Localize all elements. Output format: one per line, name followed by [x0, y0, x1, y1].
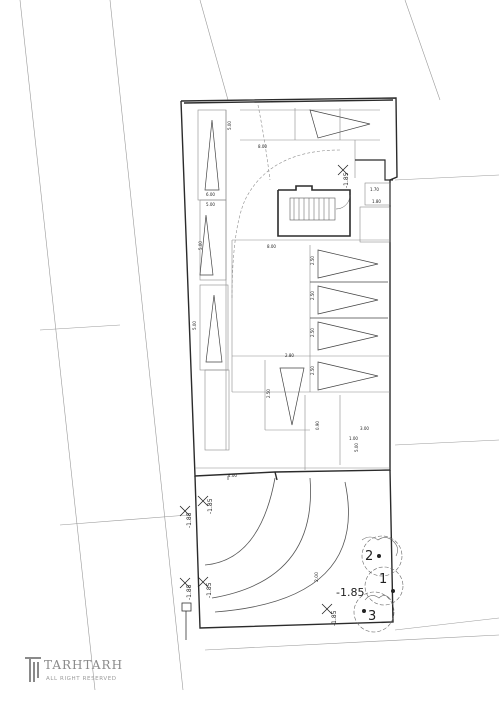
- level-symbol-icon: [179, 577, 191, 589]
- trees: [353, 535, 404, 633]
- level-label: -1.85: [207, 498, 214, 514]
- dim-label: 2.50: [310, 256, 315, 265]
- tree-icon: [364, 566, 404, 606]
- structure-lines: [195, 108, 390, 470]
- dim-label: 6.00: [206, 192, 215, 197]
- tree-number: 2: [365, 549, 373, 564]
- building-outline: [180, 97, 398, 477]
- yard-outline: [194, 469, 394, 629]
- level-label: -1.85: [343, 172, 350, 188]
- logo-brand: TARHTARH: [44, 658, 124, 672]
- tree-icon: [361, 535, 403, 577]
- upper-ramp-curves: [231, 104, 341, 301]
- level-symbol-icon: [337, 164, 349, 176]
- tree-number-labels: 1 2 3: [365, 549, 387, 624]
- level-label: -1.85: [186, 512, 193, 528]
- parking-triangle: [317, 321, 379, 351]
- dim-label: 5.00: [192, 321, 197, 330]
- dim-label: 1.00: [349, 436, 358, 441]
- gate-post: [181, 602, 192, 640]
- tree-number: 1: [379, 572, 387, 587]
- level-label: -1.85: [331, 610, 338, 626]
- parking-triangle: [199, 214, 214, 276]
- level-label: -1.85: [206, 582, 213, 598]
- site-lines: [19, 0, 499, 691]
- dim-label: 5.00: [354, 443, 359, 452]
- dim-label: 0.90: [315, 421, 320, 430]
- parking-triangle: [317, 249, 379, 279]
- dim-label: 5.00: [206, 202, 215, 207]
- tree-number: 3: [368, 609, 376, 624]
- big-level-label: -1.85: [336, 586, 364, 599]
- parking-triangle: [205, 294, 223, 363]
- parking-bays: [199, 109, 388, 426]
- stair-core: [277, 185, 351, 237]
- level-symbol-icon: [197, 576, 209, 588]
- parking-triangle: [204, 119, 220, 191]
- level-symbol-icon: [197, 495, 209, 507]
- tree-markers: [362, 554, 395, 613]
- parking-triangle: [317, 285, 379, 315]
- logo-rights: ALL RIGHT RESERVED: [46, 676, 117, 682]
- dim-label: 1.80: [372, 199, 381, 204]
- dim-label: 8.00: [267, 244, 276, 249]
- level-label: -1.85: [186, 584, 193, 600]
- elevation-labels: -1.85 -1.85 -1.85 -1.85 -1.85 -1.85 -1.8…: [186, 172, 364, 626]
- dim-label: 2.50: [266, 389, 271, 398]
- dim-label: 2.80: [285, 353, 294, 358]
- dim-label: 2.50: [310, 366, 315, 375]
- utility-room: [355, 159, 393, 243]
- watermark-logo: TARHTARH ALL RIGHT RESERVED: [22, 654, 172, 696]
- lower-ramp: [204, 476, 349, 613]
- level-symbol-icon: [321, 603, 333, 615]
- dim-label: 3.00: [360, 426, 369, 431]
- parking-triangle: [309, 109, 371, 139]
- logo-mark-icon: [25, 657, 41, 682]
- parking-triangle: [317, 361, 379, 391]
- dimension-labels: 8.00 6.00 5.00 8.00 1.70 1.80 2.80 3.00 …: [192, 121, 381, 582]
- dim-label: 5.00: [227, 121, 232, 130]
- parking-triangle: [279, 367, 305, 426]
- dim-label: 4.00: [228, 473, 237, 478]
- tree-icon: [353, 591, 395, 633]
- dim-label: 8.00: [258, 144, 267, 149]
- dim-label: 2.50: [310, 328, 315, 337]
- dim-label: 5.00: [198, 241, 203, 250]
- dim-label: 1.70: [370, 187, 379, 192]
- level-symbols: [179, 164, 349, 615]
- dim-label: 2.50: [310, 291, 315, 300]
- dim-label: 2.00: [314, 572, 320, 582]
- level-symbol-icon: [179, 505, 191, 517]
